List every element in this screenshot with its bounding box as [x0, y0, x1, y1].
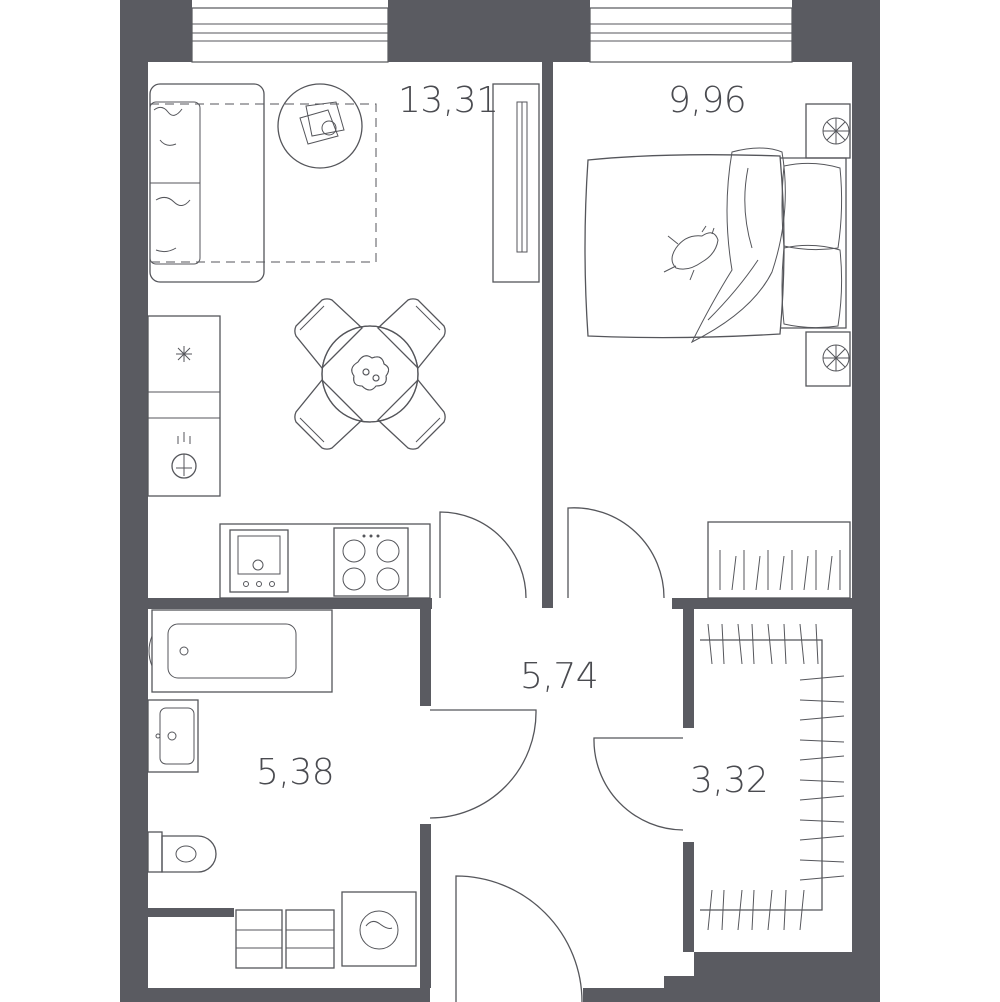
partition-wall — [683, 842, 694, 952]
partition-wall — [542, 62, 553, 608]
door-icon[interactable] — [593, 737, 684, 831]
kitchen-counter — [147, 315, 431, 599]
window-icon — [191, 7, 389, 63]
sofa-icon — [149, 83, 265, 283]
area-label-living-kitchen: 13,31 — [398, 80, 499, 121]
bathtub-icon — [148, 609, 333, 693]
tv-icon — [492, 83, 540, 283]
storage-boxes — [235, 909, 335, 969]
area-label-hall: 5,74 — [520, 656, 599, 697]
entrance-door-icon[interactable] — [455, 875, 583, 1002]
cat-icon — [663, 225, 719, 281]
door-icon[interactable] — [567, 507, 665, 599]
door-icon[interactable] — [429, 709, 537, 819]
sink-icon — [171, 432, 197, 479]
nightstand-icon — [805, 103, 851, 159]
walls — [120, 0, 880, 1002]
nightstand-icon — [805, 331, 851, 387]
washing-machine-icon — [341, 891, 417, 967]
wardrobe-rack-icon — [700, 623, 845, 931]
area-label-bedroom: 9,96 — [668, 80, 747, 121]
door-icon[interactable] — [439, 511, 527, 599]
partition-wall — [148, 908, 234, 917]
oven-icon — [229, 529, 289, 593]
window-icon — [589, 7, 793, 63]
coffee-table-icon — [277, 83, 363, 169]
toilet-icon — [147, 831, 217, 873]
radiator-icon — [707, 521, 851, 599]
partition-wall — [672, 598, 852, 609]
fridge-icon — [176, 346, 192, 362]
dining-table-icon — [294, 298, 446, 450]
chair — [294, 298, 446, 450]
partition-wall — [420, 604, 431, 706]
exterior-wall — [120, 0, 430, 1002]
carpet-outline — [150, 103, 377, 263]
partition-wall — [148, 598, 432, 609]
cooktop-icon — [333, 527, 409, 597]
area-label-wardrobe: 3,32 — [690, 760, 769, 801]
partition-wall — [683, 604, 694, 728]
partition-wall — [420, 824, 431, 988]
area-label-bathroom: 5,38 — [256, 752, 335, 793]
bed-icon — [584, 147, 847, 344]
exterior-wall — [583, 0, 880, 1002]
exterior-wall — [388, 0, 590, 62]
washbasin-icon — [147, 699, 199, 773]
